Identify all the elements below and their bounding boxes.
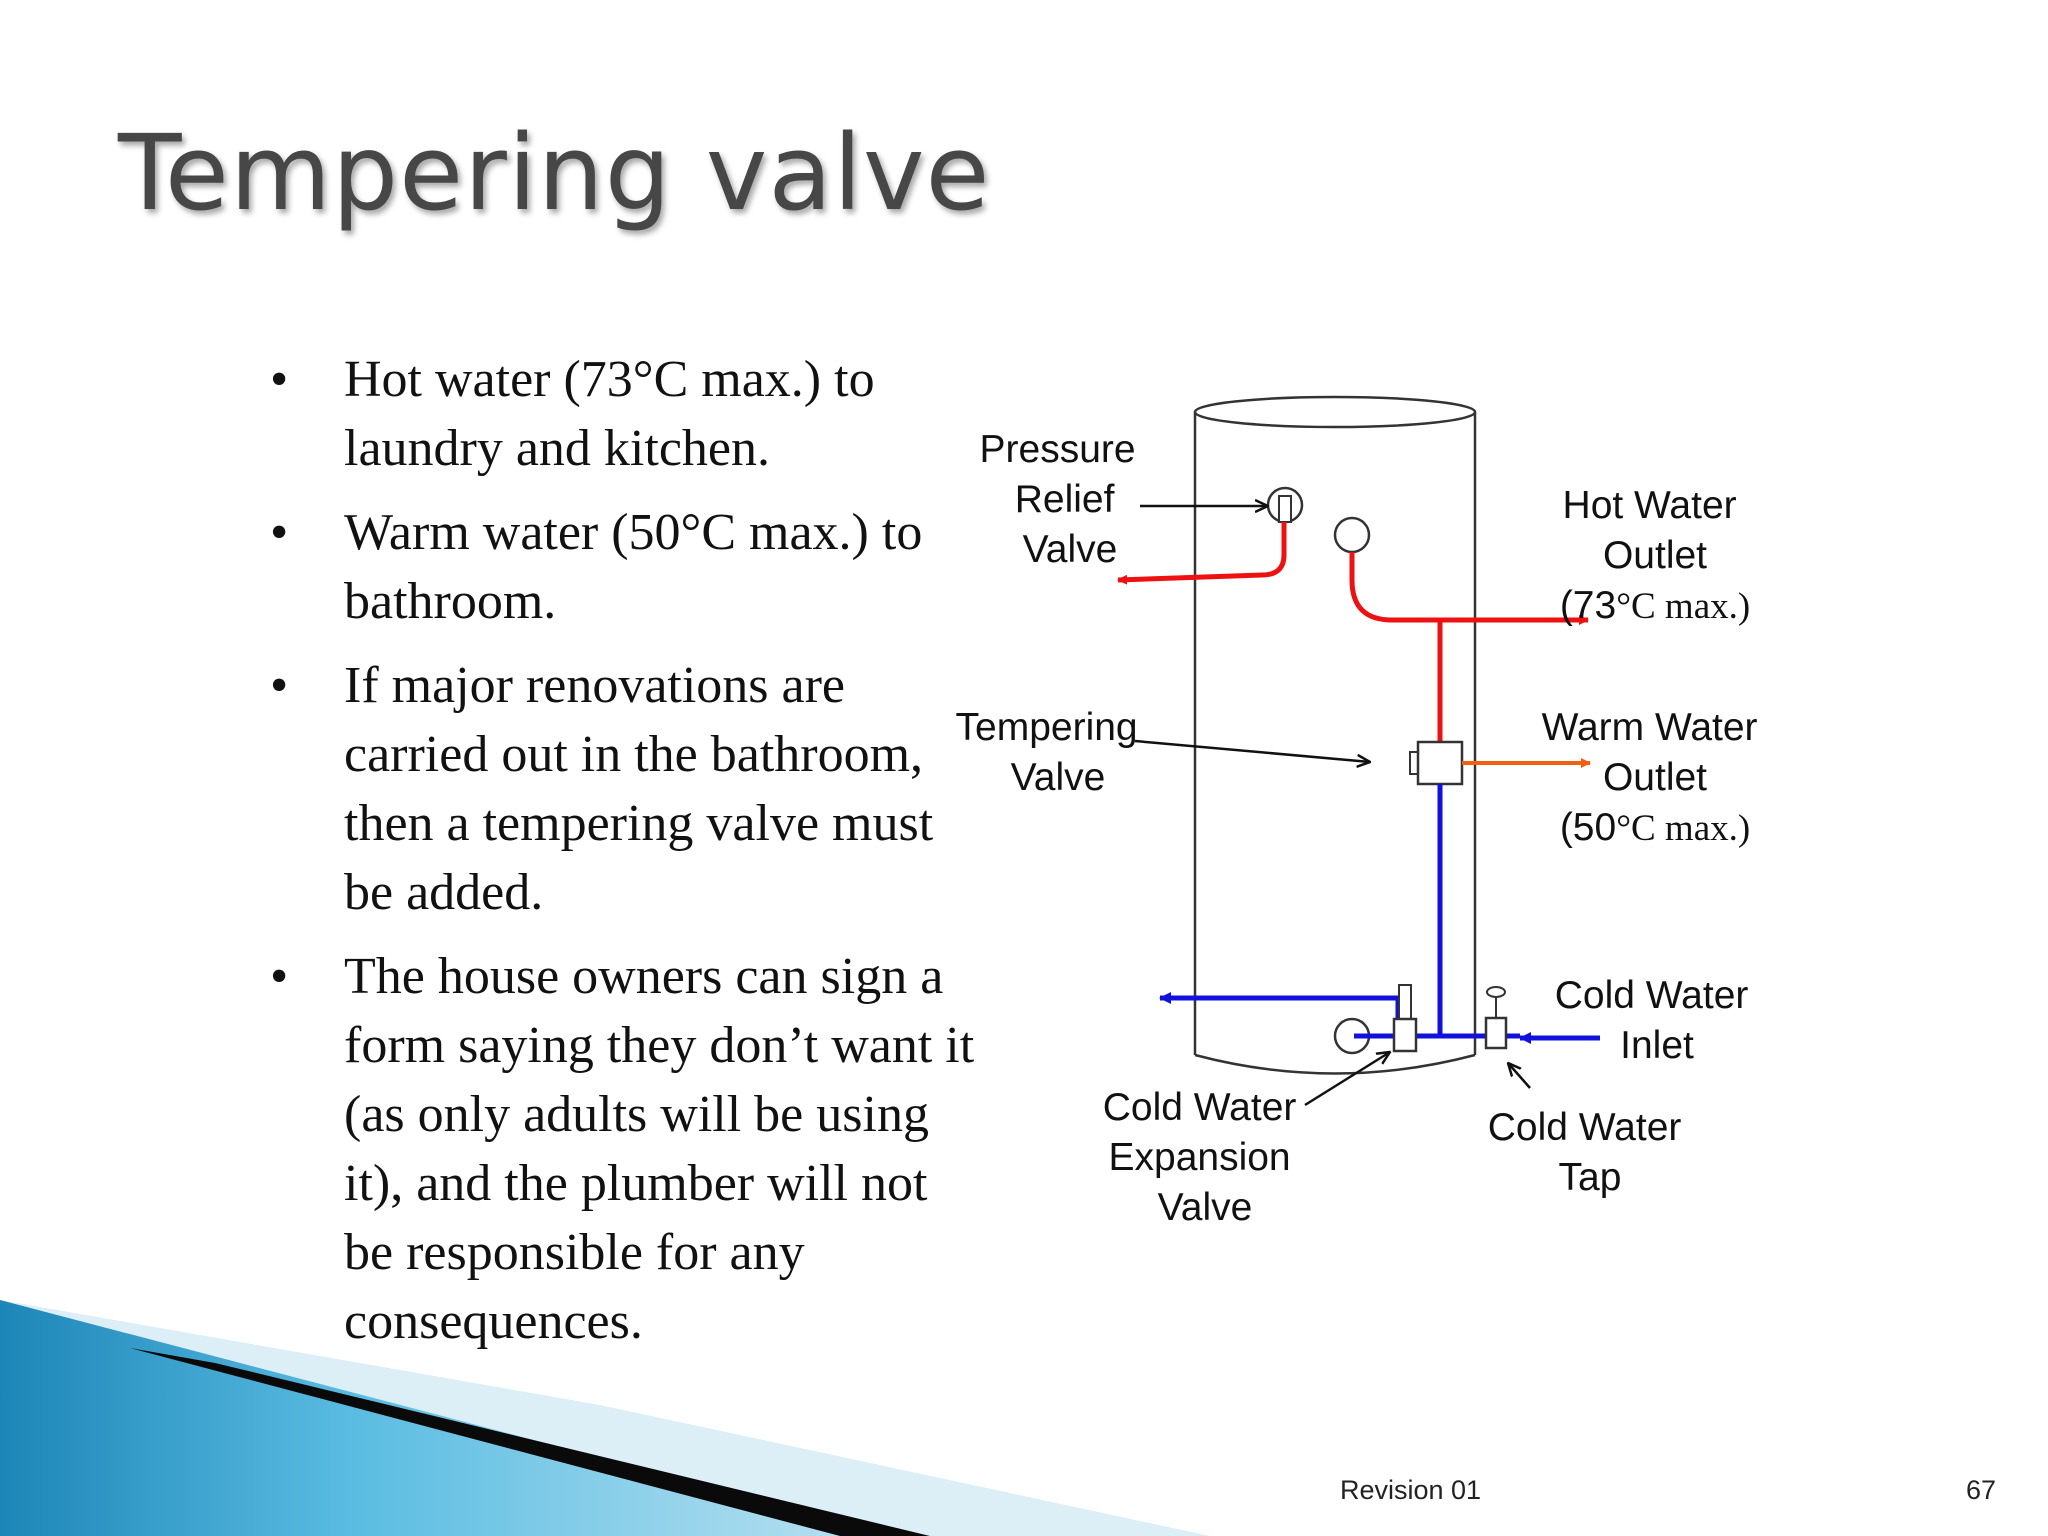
cold-tap-handle [1486,986,1506,998]
cold-inlet-label: Cold Water Inlet [1555,974,1759,1067]
label-line: Inlet [1620,1024,1694,1067]
label-line: Hot Water [1563,484,1737,527]
label-line: Outlet [1603,534,1707,577]
label-line: Expansion [1109,1136,1291,1179]
label-line: Valve [1023,528,1118,571]
tap-pointer-arrow [1508,1063,1531,1089]
expansion-valve [1392,1017,1418,1053]
label-line: °C max.) [1616,808,1750,849]
label-line: Relief [1015,478,1115,521]
bullet-line: be responsible for any [344,1224,805,1281]
tempering-valve [1416,740,1464,786]
bullet-item: • Hot water (73°C max.) to laundry and k… [270,345,1070,483]
label-line: Warm Water [1542,706,1758,749]
cold-water-tap [1484,1016,1508,1050]
hot-water-pipe [1349,552,1589,625]
bullet-item: • If major renovations are carried out i… [270,651,1070,927]
hot-outlet-temp-label: (73°C max.) [1560,584,1750,627]
label-line: °C max.) [1616,586,1750,627]
bullet-line: then a tempering valve must [344,795,934,852]
bullet-marker: • [270,504,289,561]
bullet-line: The house owners can sign a [344,948,944,1005]
bullet-line: carried out in the bathroom, [344,726,924,783]
bullet-line: it), and the plumber will not [344,1155,928,1212]
pressure-relief-label: Pressure Relief Valve [980,428,1147,571]
relief-valve [1278,495,1292,523]
swoosh-black [130,1348,930,1536]
label-line: (73 [1560,584,1616,627]
expansion-valve-stem [1398,984,1412,1022]
tank [1193,395,1477,1075]
bullet-line: Hot water (73°C max.) to [344,351,875,408]
bullet-marker: • [270,351,289,408]
bullet-line: bathroom. [344,573,557,630]
bullet-marker: • [270,657,289,714]
bullet-line: laundry and kitchen. [344,420,770,477]
revision-label: Revision 01 [1340,1475,1482,1505]
label-line: Valve [1011,756,1106,799]
hot-outlet-port [1333,516,1371,554]
slide-title: Tempering valve [118,112,991,234]
bullet-line: form saying they don’t want it [344,1017,975,1074]
bullet-line: be added. [344,864,544,921]
label-line: Outlet [1603,756,1707,799]
tank-bottom [1194,1053,1476,1075]
relief-drain-pipe [1117,522,1287,585]
bullet-marker: • [270,948,289,1005]
bullet-line: If major renovations are [344,657,846,714]
label-line: Tap [1559,1156,1622,1199]
label-line: Cold Water [1103,1086,1297,1129]
warm-outlet-label: Warm Water Outlet [1542,706,1769,799]
expansion-pointer-arrow [1304,1052,1390,1107]
label-line: Cold Water [1488,1106,1682,1149]
expansion-valve-label: Cold Water Expansion Valve [1103,1086,1307,1229]
label-line: Pressure [980,428,1136,471]
tempering-pointer-arrow [1134,739,1370,762]
bullet-item: • Warm water (50°C max.) to bathroom. [270,498,1070,636]
cold-tap-label: Cold Water Tap [1488,1106,1692,1199]
tempering-label: Tempering Valve [956,706,1149,799]
bullet-list: • Hot water (73°C max.) to laundry and k… [270,345,1070,1371]
bullet-line: consequences. [344,1293,643,1350]
bullet-item: • The house owners can sign a form sayin… [270,942,1070,1356]
label-line: Cold Water [1555,974,1749,1017]
bullet-line: Warm water (50°C max.) to [344,504,923,561]
label-line: (50 [1560,806,1616,849]
warm-outlet-temp-label: (50°C max.) [1560,806,1750,849]
bullet-line: (as only adults will be using [344,1086,929,1143]
page-number: 67 [1966,1475,1997,1505]
label-line: Valve [1158,1186,1253,1229]
label-line: Tempering [956,706,1138,749]
tank-top [1193,395,1477,429]
hot-outlet-label: Hot Water Outlet [1563,484,1748,577]
